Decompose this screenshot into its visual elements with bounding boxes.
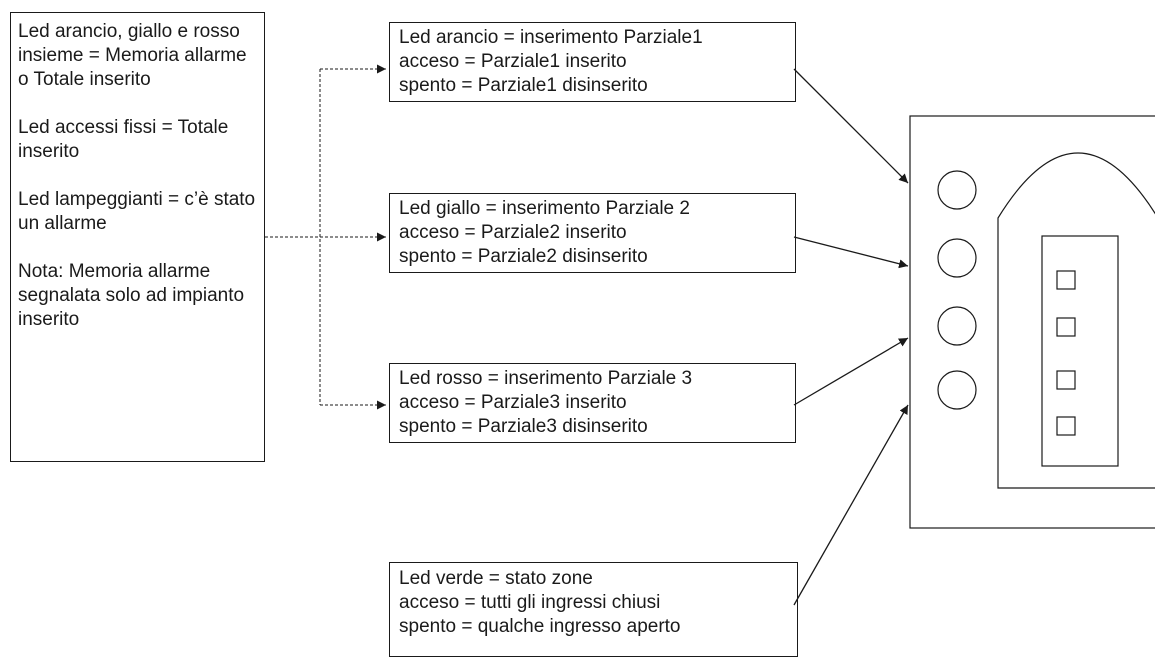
keypad-key-2: [1056, 317, 1076, 337]
orange-led-on: acceso = Parziale1 inserito: [399, 51, 627, 72]
red-led-box: Led rosso = inserimento Parziale 3 acces…: [389, 363, 796, 443]
green-led-off: spento = qualche ingresso aperto: [399, 616, 681, 637]
green-led-box: Led verde = stato zone acceso = tutti gl…: [389, 562, 798, 657]
note-fixed: Led accessi fissi = Totale inserito: [18, 117, 229, 162]
led-circle-2: [937, 238, 977, 278]
orange-led-box: Led arancio = inserimento Parziale1 acce…: [389, 22, 796, 102]
solid-arrows: [793, 68, 909, 606]
note-blinking: Led lampeggianti = c’è stato un allarme: [18, 189, 256, 234]
led-circle-3: [937, 306, 977, 346]
keypad-button-column: [1041, 235, 1119, 467]
note-memory: Nota: Memoria allarme segnalata solo ad …: [18, 261, 245, 330]
led-circle-4: [937, 370, 977, 410]
arrow-orange-to-device: [793, 68, 909, 184]
orange-led-title: Led arancio = inserimento Parziale1: [399, 27, 703, 48]
orange-led-off: spento = Parziale1 disinserito: [399, 75, 648, 96]
red-led-on: acceso = Parziale3 inserito: [399, 392, 627, 413]
notes-box: Led arancio, giallo e rosso insieme = Me…: [10, 12, 265, 462]
red-led-title: Led rosso = inserimento Parziale 3: [399, 368, 693, 389]
red-led-off: spento = Parziale3 disinserito: [399, 416, 648, 437]
arrow-green-to-device: [793, 404, 909, 606]
keypad-key-4: [1056, 416, 1076, 436]
arrow-red-to-device: [793, 337, 909, 406]
yellow-led-off: spento = Parziale2 disinserito: [399, 246, 648, 267]
dashed-connectors: [265, 64, 386, 410]
keypad-device: [909, 115, 1155, 529]
green-led-on: acceso = tutti gli ingressi chiusi: [399, 592, 661, 613]
yellow-led-box: Led giallo = inserimento Parziale 2 acce…: [389, 193, 796, 273]
note-combined: Led arancio, giallo e rosso insieme = Me…: [18, 21, 247, 90]
led-circle-1: [937, 170, 977, 210]
yellow-led-title: Led giallo = inserimento Parziale 2: [399, 198, 690, 219]
arrow-yellow-to-device: [793, 236, 909, 269]
green-led-title: Led verde = stato zone: [399, 568, 593, 589]
keypad-key-3: [1056, 370, 1076, 390]
keypad-key-1: [1056, 270, 1076, 290]
yellow-led-on: acceso = Parziale2 inserito: [399, 222, 627, 243]
